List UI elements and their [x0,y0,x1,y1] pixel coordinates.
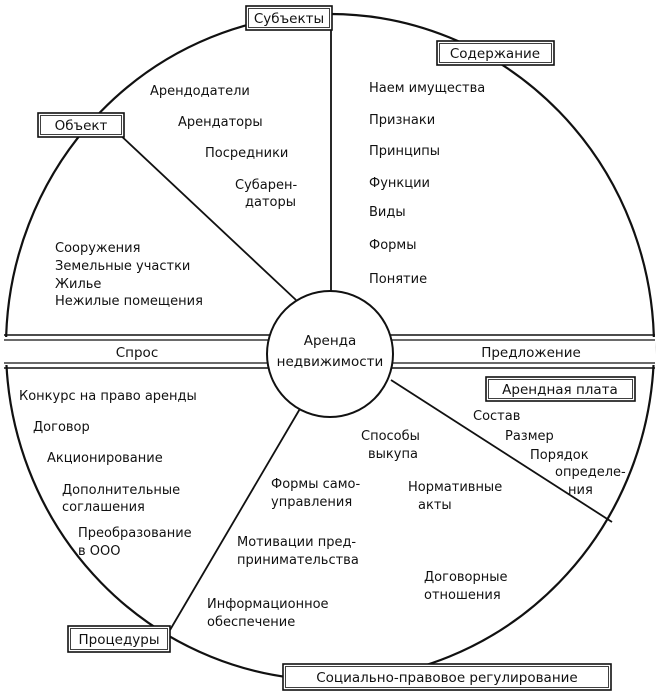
object-item-nonresidential: Нежилые помещения [55,294,203,309]
regulation-title: Социально-правовое регулирование [316,670,577,686]
subjects-title: Субъекты [254,11,324,27]
content-item-features: Признаки [369,113,435,128]
procedure-item-transform-1: Преобразование [78,526,192,541]
middle-item-buyout-2: выкупа [368,447,418,462]
middle-item-buyout-1: Способы [361,429,420,444]
regulation-item-selfgov-2: управления [271,495,352,510]
rent-box [485,376,636,402]
rent-item-procedure-1: Порядок [530,448,589,463]
content-item-principles: Принципы [369,144,440,159]
procedures-box-inner [70,628,168,650]
regulation-item-info-1: Информационное [207,597,329,612]
procedures-box [67,625,171,653]
regulation-item-selfgov-1: Формы само- [271,477,360,492]
regulation-item-motivation-2: принимательства [237,553,359,568]
subjects-box-inner [248,8,330,28]
procedure-item-additional-1: Дополнительные [62,483,180,498]
rent-item-procedure-2: определе- [555,465,626,480]
subjects-box [245,5,333,31]
subjects-item-subtenants-2: даторы [245,195,296,210]
procedure-item-incorporation: Акционирование [47,451,163,466]
procedure-item-contract: Договор [33,420,90,435]
content-title: Содержание [450,46,540,62]
rent-title: Арендная плата [502,382,618,398]
procedure-item-additional-2: соглашения [62,500,145,515]
content-item-types: Виды [369,205,406,220]
subjects-item-tenants: Арендаторы [178,115,263,130]
regulation-item-motivation-1: Мотивации пред- [237,535,356,550]
rent-item-composition: Состав [473,409,520,424]
rent-box-inner [488,379,633,399]
content-box-inner [439,43,552,63]
subjects-item-subtenants-1: Субарен- [235,178,298,193]
content-box [436,40,555,66]
object-item-land: Земельные участки [55,259,190,274]
content-item-concept: Понятие [369,272,427,287]
center-label-line2: недвижимости [277,354,384,370]
radial-line-object [116,131,297,301]
center-circle [266,290,394,418]
radial-line-rent [390,379,613,523]
object-title: Объект [55,118,108,134]
procedure-item-transform-2: в ООО [78,544,121,559]
middle-item-normative-2: акты [418,498,452,513]
center-label-line1: Аренда [304,333,357,349]
procedure-item-tender: Конкурс на право аренды [19,389,197,404]
content-item-property-hire: Наем имущества [369,81,485,96]
procedures-title: Процедуры [78,632,159,648]
object-box-inner [40,115,122,135]
content-item-forms: Формы [369,238,416,253]
object-box [37,112,125,138]
rent-item-amount: Размер [505,429,554,444]
regulation-item-info-2: обеспечение [207,615,295,630]
object-item-structures: Сооружения [55,241,140,256]
regulation-box [282,663,612,691]
content-item-functions: Функции [369,176,430,191]
middle-item-contractual-2: отношения [424,588,501,603]
object-item-housing: Жилье [55,277,101,292]
regulation-box-inner [285,666,609,688]
demand-label: Спрос [116,345,159,361]
subjects-item-intermediaries: Посредники [205,146,288,161]
radial-line-procedures [169,406,302,631]
subjects-item-lessors: Арендодатели [150,84,250,99]
supply-label: Предложение [481,345,581,361]
rent-item-procedure-3: ния [568,483,593,498]
middle-item-normative-1: Нормативные [408,480,502,495]
middle-item-contractual-1: Договорные [424,570,508,585]
